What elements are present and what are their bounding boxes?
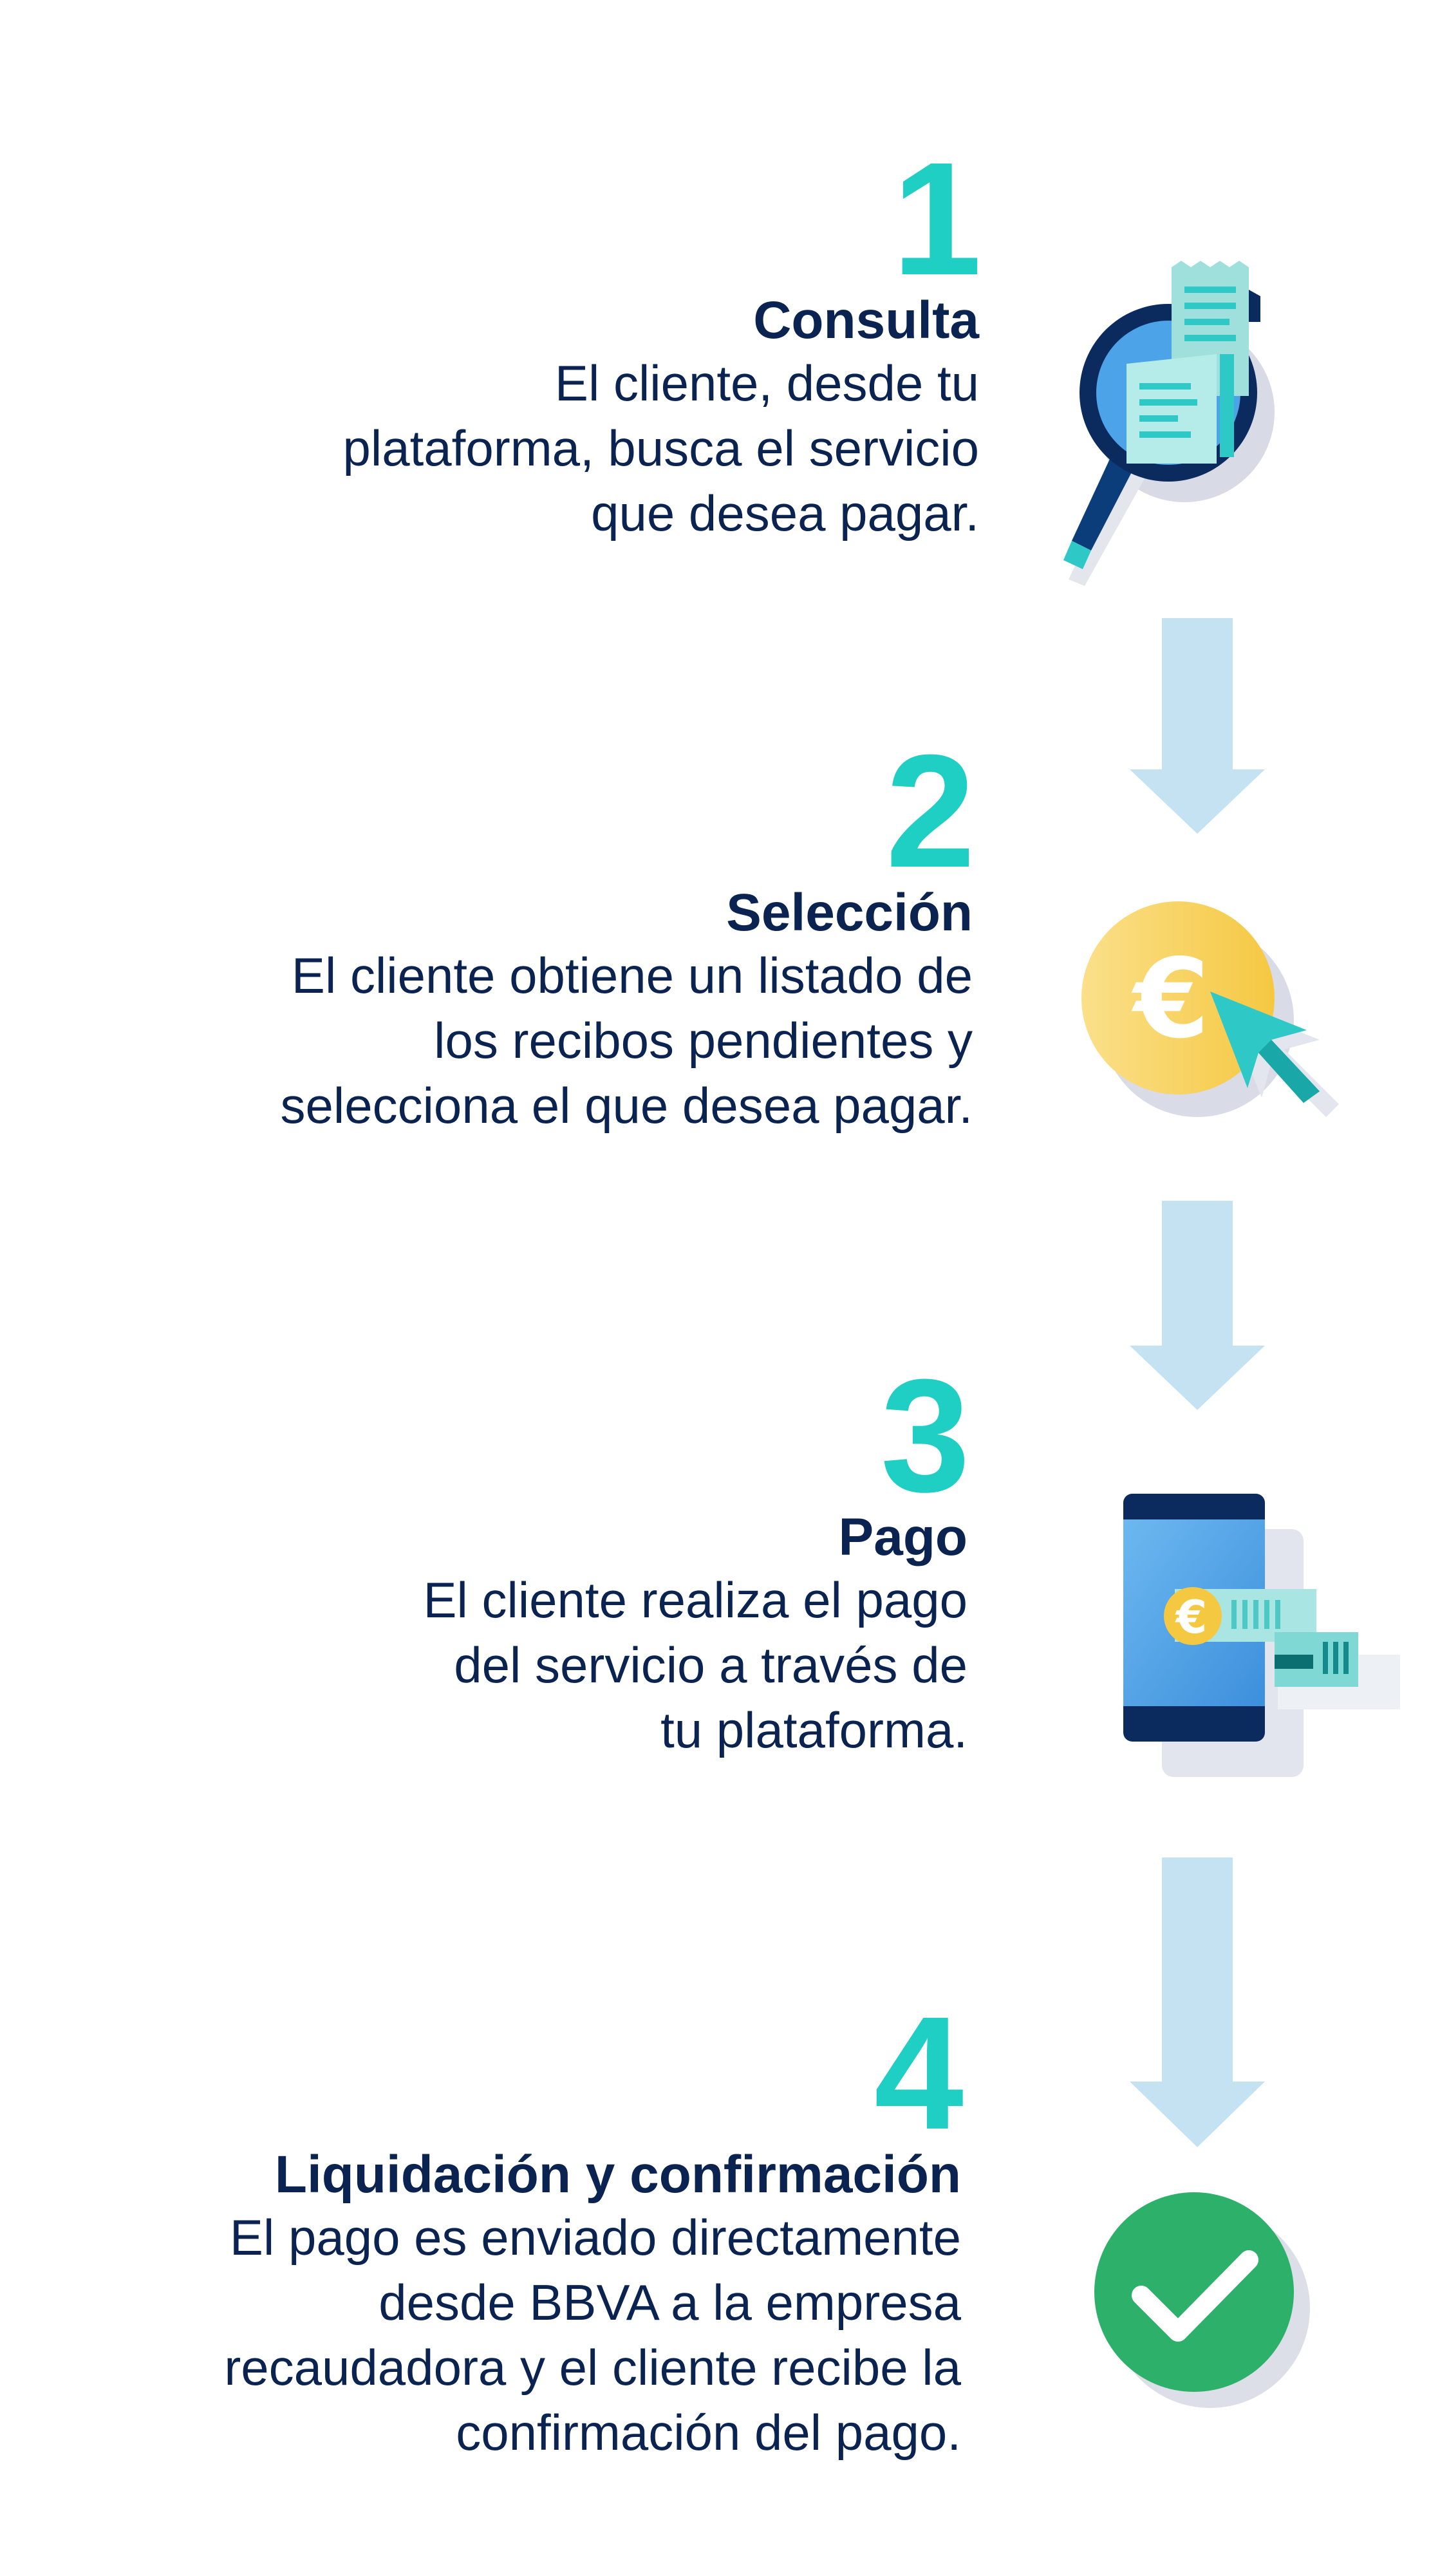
checkmark-icon <box>1094 2192 1310 2408</box>
step-4: 4 Liquidación y confirmación El pago es … <box>224 1983 964 2465</box>
step-4-number: 4 <box>874 1983 964 2163</box>
step-3-description: El cliente realiza el pago del servicio … <box>423 1572 968 1759</box>
step-2: 2 Selección El cliente obtiene un listad… <box>280 721 975 1138</box>
step-1: 1 Consulta El cliente, desde tu platafor… <box>342 129 982 546</box>
step-2-title: Selección <box>726 883 973 942</box>
magnifier-receipt-icon <box>1063 261 1275 586</box>
step-4-description: El pago es enviado directamente desde BB… <box>224 2209 961 2461</box>
step-1-number: 1 <box>892 129 982 308</box>
step-3: 3 Pago El cliente realiza el pago del se… <box>423 1346 970 1763</box>
step-1-title: Consulta <box>753 291 979 350</box>
euro-symbol-icon: € <box>1131 935 1210 1063</box>
step-3-number: 3 <box>880 1346 970 1525</box>
step-4-title: Liquidación y confirmación <box>274 2145 961 2204</box>
step-2-number: 2 <box>885 721 975 901</box>
euro-coin-cursor-icon: € <box>1081 901 1339 1117</box>
step-2-description: El cliente obtiene un listado de los rec… <box>280 947 973 1134</box>
arrow-down-icon <box>1130 618 1265 834</box>
euro-symbol-icon: € <box>1175 1591 1208 1644</box>
step-3-title: Pago <box>838 1508 968 1566</box>
step-1-description: El cliente, desde tu plataforma, busca e… <box>342 355 979 542</box>
phone-payment-icon: € <box>1123 1494 1400 1777</box>
arrow-down-icon <box>1130 1857 1265 2147</box>
arrow-down-icon <box>1130 1201 1265 1410</box>
